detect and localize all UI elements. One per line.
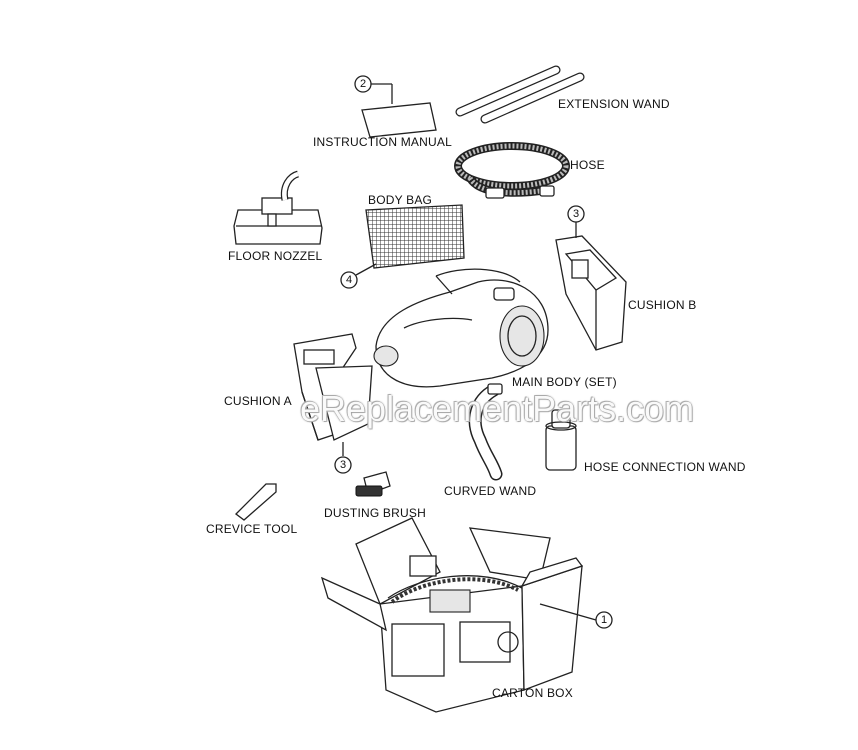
callout-manual: 2 bbox=[359, 78, 367, 90]
label-carton-box: CARTON BOX bbox=[492, 686, 573, 700]
crevice-tool-drawing bbox=[235, 483, 277, 521]
dusting-brush-drawing bbox=[355, 471, 391, 497]
label-cushion-b: CUSHION B bbox=[628, 298, 697, 312]
curved-wand-drawing bbox=[468, 383, 503, 481]
label-curved-wand: CURVED WAND bbox=[444, 484, 537, 498]
callout-body-bag: 4 bbox=[345, 274, 353, 286]
carton-box-drawing bbox=[320, 517, 613, 713]
hose-drawing bbox=[454, 142, 570, 199]
extension-wand-drawing bbox=[455, 65, 585, 124]
label-dusting-brush: DUSTING BRUSH bbox=[324, 506, 426, 520]
main-body-drawing bbox=[373, 268, 549, 388]
label-main-body: MAIN BODY (SET) bbox=[512, 375, 617, 389]
body-bag-drawing bbox=[340, 204, 465, 289]
callout-cushion-b: 3 bbox=[572, 208, 580, 220]
floor-nozzle-drawing bbox=[233, 170, 323, 245]
callout-carton-box: 1 bbox=[600, 614, 608, 626]
label-body-bag: BODY BAG bbox=[368, 193, 433, 207]
label-crevice-tool: CREVICE TOOL bbox=[206, 522, 298, 536]
label-hose: HOSE bbox=[570, 158, 605, 172]
label-floor-nozzel: FLOOR NOZZEL bbox=[228, 249, 323, 263]
label-instruction-manual: INSTRUCTION MANUAL bbox=[313, 135, 452, 149]
label-extension-wand: EXTENSION WAND bbox=[558, 97, 670, 111]
instruction-manual-drawing bbox=[354, 75, 437, 138]
hose-connection-wand-drawing bbox=[545, 409, 577, 471]
cushion-b-drawing bbox=[555, 205, 627, 351]
watermark: eReplacementParts.com bbox=[300, 388, 695, 429]
label-cushion-a: CUSHION A bbox=[224, 394, 292, 408]
callout-cushion-a: 3 bbox=[339, 459, 347, 471]
label-hose-connection-wand: HOSE CONNECTION WAND bbox=[584, 460, 746, 474]
cushion-a-drawing bbox=[293, 333, 373, 456]
